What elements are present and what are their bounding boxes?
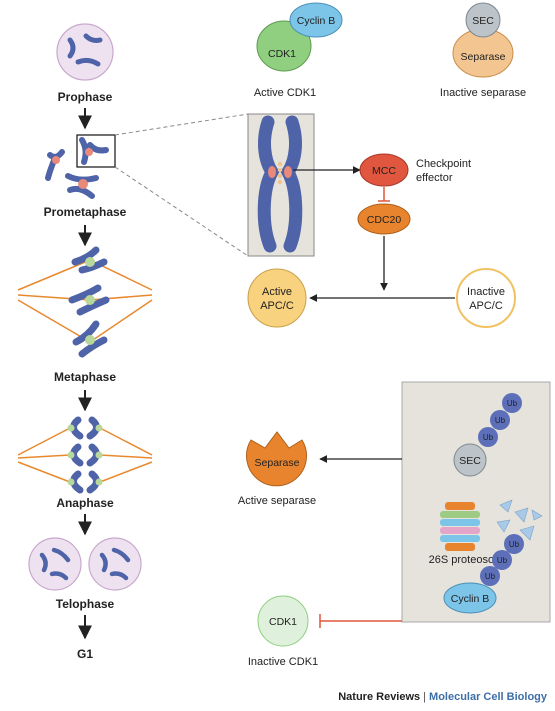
inactive-cdk1-node: CDK1 [257,595,309,647]
inactive-separase-complex: SEC Separase [452,2,514,78]
zoom-line-top [114,113,249,136]
zoom-line-bottom [114,166,249,257]
chromosome-inset [247,113,315,257]
proteasome-icon [440,502,480,551]
proteasome-label: 26S proteosome [429,554,510,566]
publisher-name: Nature Reviews [338,691,421,703]
prophase-cell [56,23,114,81]
active-separase-node: Separase [246,431,307,487]
active-apc-node: Active APC/C [247,268,307,328]
inactive-apc-line1: Inactive [467,286,505,298]
prometaphase-chromosomes [45,137,109,199]
inactive-cdk1-caption: Inactive CDK1 [248,656,318,668]
cyclin-b-label: Cyclin B [297,15,336,27]
panel-inhibits-cdk1 [319,614,402,628]
cdk1-label: CDK1 [268,48,296,60]
active-cdk1-complex: Cyclin B CDK1 [256,2,343,72]
active-apc-line1: Active [262,286,292,298]
anaphase-spindle [17,416,153,494]
telophase-cells [28,537,142,591]
stage-prometaphase-label: Prometaphase [44,205,127,219]
inactive-separase-caption: Inactive separase [440,87,526,99]
mcc-inhibits-cdc20 [378,187,390,202]
ub-label: Ub [483,433,494,442]
sec-label: SEC [472,15,494,27]
mcc-label: MCC [372,165,396,177]
ub-label: Ub [485,572,496,581]
journal-name: Molecular Cell Biology [429,691,547,703]
metaphase-spindle [17,246,153,358]
proteasome-panel [401,381,551,623]
panel-cyclin-b-label: Cyclin B [451,593,490,605]
ub-label: Ub [509,540,520,549]
active-apc-line2: APC/C [260,300,294,312]
mcc-node: MCC [359,153,409,187]
inactive-cdk1-inner-label: CDK1 [269,616,297,628]
stage-g1-label: G1 [77,647,93,661]
active-cdk1-caption: Active CDK1 [254,87,316,99]
active-separase-inner-label: Separase [255,457,300,469]
stage-anaphase-label: Anaphase [56,496,114,510]
active-separase-caption: Active separase [238,495,316,507]
panel-sec-label: SEC [459,455,481,467]
inactive-apc-node: Inactive APC/C [456,268,516,328]
separase-label: Separase [461,51,506,63]
checkpoint-effector-line2: effector [416,172,453,184]
cdc20-label: CDC20 [367,214,402,226]
ubiquitinated-sec: SEC Ub Ub Ub [453,393,522,477]
ub-label: Ub [507,399,518,408]
checkpoint-effector-line1: Checkpoint [416,158,471,170]
stage-metaphase-label: Metaphase [54,370,116,384]
zoom-box [76,134,116,168]
journal-credit: Nature Reviews|Molecular Cell Biology [338,691,547,703]
ubiquitinated-cyclin-b: Cyclin B Ub Ub Ub [443,534,524,614]
credit-separator: | [423,691,427,703]
ub-label: Ub [495,416,506,425]
inactive-apc-line2: APC/C [469,300,503,312]
stage-telophase-label: Telophase [56,597,115,611]
stage-prophase-label: Prophase [58,90,113,104]
ub-label: Ub [497,556,508,565]
cdc20-node: CDC20 [357,203,411,235]
